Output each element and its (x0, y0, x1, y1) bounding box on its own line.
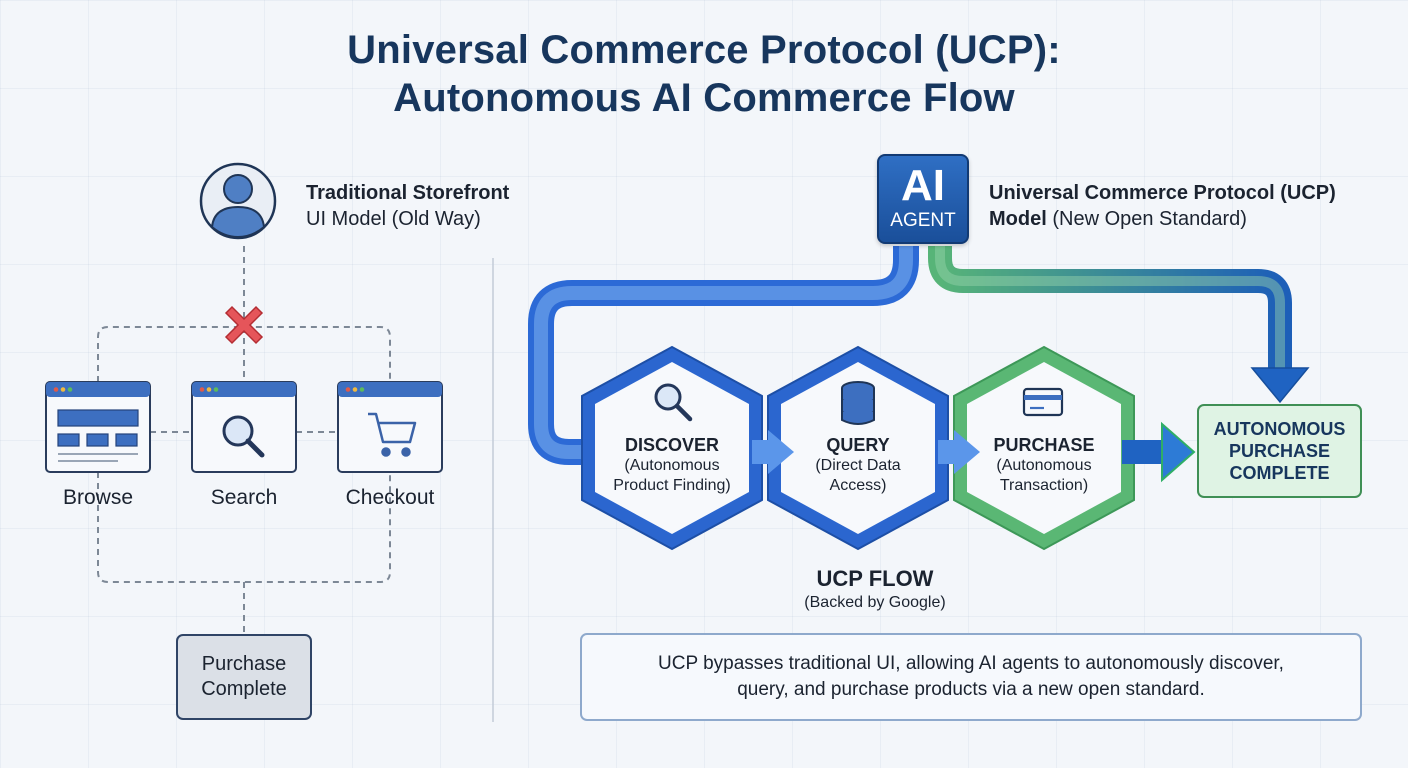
query-title: QUERY (826, 435, 890, 455)
browse-label: Browse (62, 486, 134, 509)
note-line-1: UCP bypasses traditional UI, allowing AI… (658, 653, 1284, 674)
cart-icon (368, 412, 417, 457)
ucp-summary-note: UCP bypasses traditional UI, allowing AI… (580, 633, 1362, 721)
flow-arrow-3 (1122, 421, 1196, 483)
title-line-2: Autonomous AI Commerce Flow (393, 76, 1015, 120)
diagram-title: Universal Commerce Protocol (UCP): Auton… (0, 26, 1408, 122)
query-hexagon (767, 345, 949, 551)
arrowhead-down (1250, 367, 1310, 404)
magnifier-icon (222, 415, 265, 458)
magnifier-icon (654, 383, 693, 422)
traditional-header-sub: UI Model (Old Way) (306, 208, 481, 230)
database-icon (841, 381, 875, 425)
discover-label: DISCOVER (Autonomous Product Finding) (587, 434, 757, 496)
ai-agent-line-1: AI (901, 161, 945, 210)
ai-agent-box: AI AGENT (877, 154, 969, 244)
discover-desc-1: (Autonomous (624, 457, 720, 474)
ucp-header-sub: (New Open Standard) (1052, 208, 1247, 230)
user-icon (199, 162, 277, 240)
query-label: QUERY (Direct Data Access) (773, 434, 943, 496)
ucp-header: Universal Commerce Protocol (UCP) Model … (989, 180, 1336, 232)
discover-title: DISCOVER (624, 435, 720, 455)
purchase-title: PURCHASE (993, 435, 1095, 455)
traditional-purchase-complete: Purchase Complete (176, 634, 312, 720)
agent-to-complete-arrow (928, 246, 1292, 372)
traditional-result-line-1: Purchase (201, 653, 287, 675)
search-window (191, 381, 297, 473)
traditional-result-line-2: Complete (201, 678, 287, 700)
ucp-flow-title: UCP FLOW (816, 566, 934, 591)
ucp-header-bold-1: Universal Commerce Protocol (UCP) (989, 182, 1336, 204)
flow-arrow-1 (752, 430, 794, 474)
ucp-header-bold-2: Model (989, 208, 1047, 230)
ucp-flow-subtitle: (Backed by Google) (804, 594, 946, 611)
checkout-label: Checkout (345, 486, 435, 509)
query-desc-2: Access) (829, 477, 887, 494)
traditional-header: Traditional Storefront UI Model (Old Way… (306, 180, 509, 232)
final-line-3: COMPLETE (1229, 463, 1330, 483)
query-desc-1: (Direct Data (815, 457, 901, 474)
discover-desc-2: Product Finding) (613, 477, 731, 494)
search-label: Search (210, 486, 278, 509)
credit-card-icon (1022, 387, 1064, 417)
purchase-hexagon (953, 345, 1135, 551)
purchase-desc-2: Transaction) (999, 477, 1089, 494)
title-line-1: Universal Commerce Protocol (UCP): (347, 28, 1061, 72)
flow-arrow-2 (938, 430, 980, 474)
ai-agent-line-2: AGENT (890, 210, 956, 231)
red-x-icon (224, 305, 264, 345)
checkout-window (337, 381, 443, 473)
layout-icon (57, 409, 139, 462)
purchase-desc-1: (Autonomous (996, 457, 1092, 474)
note-line-2: query, and purchase products via a new o… (737, 679, 1205, 700)
final-line-2: PURCHASE (1228, 441, 1330, 461)
traditional-dashed-connectors (97, 246, 391, 634)
discover-hexagon (581, 345, 763, 551)
purchase-label: PURCHASE (Autonomous Transaction) (959, 434, 1129, 496)
autonomous-purchase-complete-box: AUTONOMOUS PURCHASE COMPLETE (1197, 404, 1362, 498)
traditional-header-bold: Traditional Storefront (306, 182, 510, 204)
ucp-flow-label: UCP FLOW (Backed by Google) (760, 565, 990, 613)
final-line-1: AUTONOMOUS (1213, 419, 1346, 439)
browse-window (45, 381, 151, 473)
